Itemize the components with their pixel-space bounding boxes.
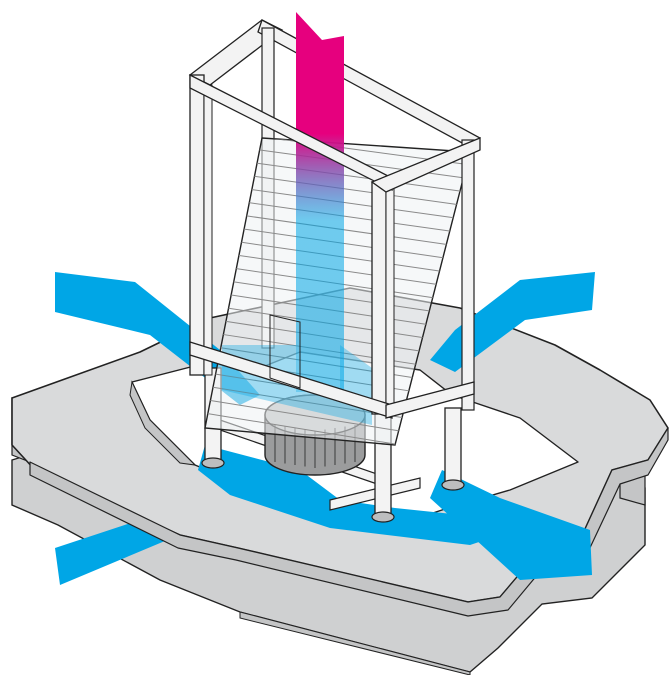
frame-post-front-right-inner xyxy=(386,178,394,414)
frame-post-front-right xyxy=(372,182,386,414)
stand-foot xyxy=(372,512,394,522)
frame-post-front-left xyxy=(190,75,204,375)
frame-post-back-right xyxy=(462,140,474,410)
stand-foot xyxy=(202,458,224,468)
stand-leg-back-right xyxy=(445,408,461,482)
stand-foot xyxy=(442,480,464,490)
frame-post-front-left-inner xyxy=(204,85,212,375)
exhaust-arrow-icon xyxy=(296,12,344,392)
